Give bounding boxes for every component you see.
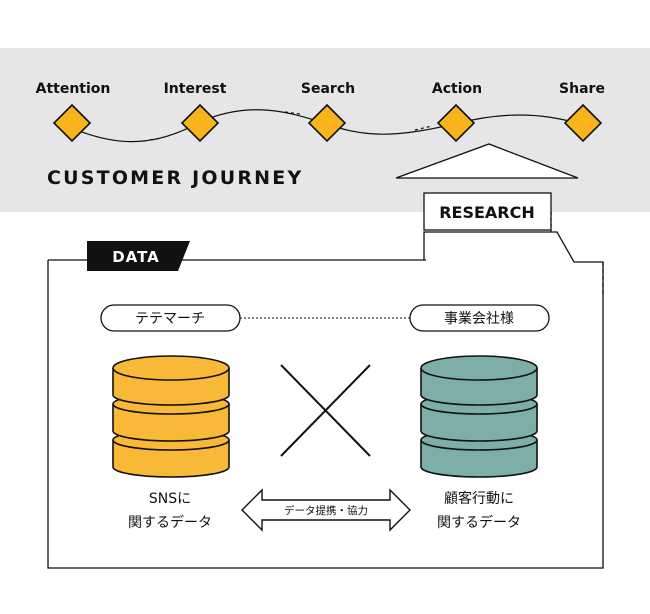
left-caption-line1: SNSに (149, 491, 191, 507)
right-caption-line1: 顧客行動に (444, 490, 514, 507)
left-source-pill (100, 304, 241, 332)
stage-label: Search (301, 81, 355, 97)
right-source-pill (409, 304, 550, 332)
research-label: RESEARCH (439, 203, 535, 222)
right-caption-line2: 関するデータ (437, 514, 521, 531)
exchange-arrow (241, 488, 411, 532)
right-database-icon (420, 355, 538, 478)
stage-label: Interest (164, 81, 227, 97)
data-tab (87, 241, 190, 271)
stage-share: Share (559, 81, 605, 143)
research-box (423, 192, 552, 231)
cross-icon (280, 364, 371, 457)
stage-action: Action (432, 81, 482, 143)
journey-title: CUSTOMER JOURNEY (47, 167, 303, 189)
left-database-icon (112, 355, 230, 478)
stage-interest: Interest (164, 81, 227, 143)
right-source-name: 事業会社様 (444, 311, 514, 327)
left-source-name: テテマーチ (135, 311, 205, 327)
left-caption-line2: 関するデータ (128, 514, 212, 531)
stage-attention: Attention (36, 81, 111, 143)
stage-diamond (563, 103, 603, 143)
stage-diamond (307, 103, 347, 143)
exchange-label: データ提携・協力 (284, 504, 368, 517)
stage-label: Attention (36, 81, 111, 97)
stage-label: Share (559, 81, 605, 97)
stage-search: Search (301, 81, 355, 143)
stage-label: Action (432, 81, 482, 97)
stage-diamond (180, 103, 220, 143)
data-tab-label: DATA (112, 248, 160, 266)
stage-diamond (436, 103, 476, 143)
stage-diamond (52, 103, 92, 143)
research-triangle (395, 143, 579, 179)
